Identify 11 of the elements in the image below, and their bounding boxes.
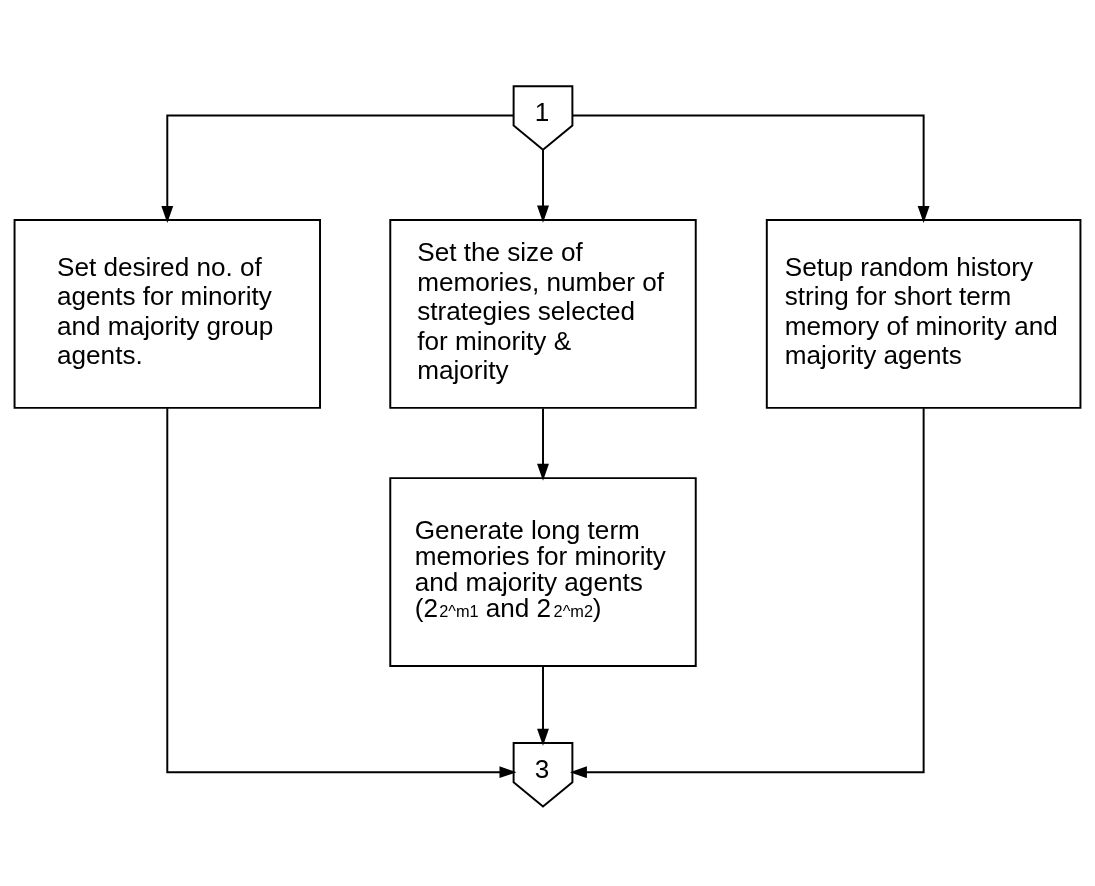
arrow [166, 407, 517, 779]
arrow [537, 665, 549, 746]
arrow [537, 407, 549, 481]
arrow [161, 114, 515, 223]
node-box: Set the size of memories, number of strategies selected for minority & majority [389, 219, 697, 409]
node-box: Setup random history string for short term memory of minority and majority agents [765, 219, 1082, 409]
arrow [569, 407, 925, 779]
node-box: Generate long term memories for minority and majority agents (22^m1 and 22^m2) [389, 477, 697, 667]
arrow [537, 148, 549, 223]
arrow [571, 114, 930, 223]
node-box: Set desired no. of agents for minority and majority group agents. [13, 219, 321, 409]
